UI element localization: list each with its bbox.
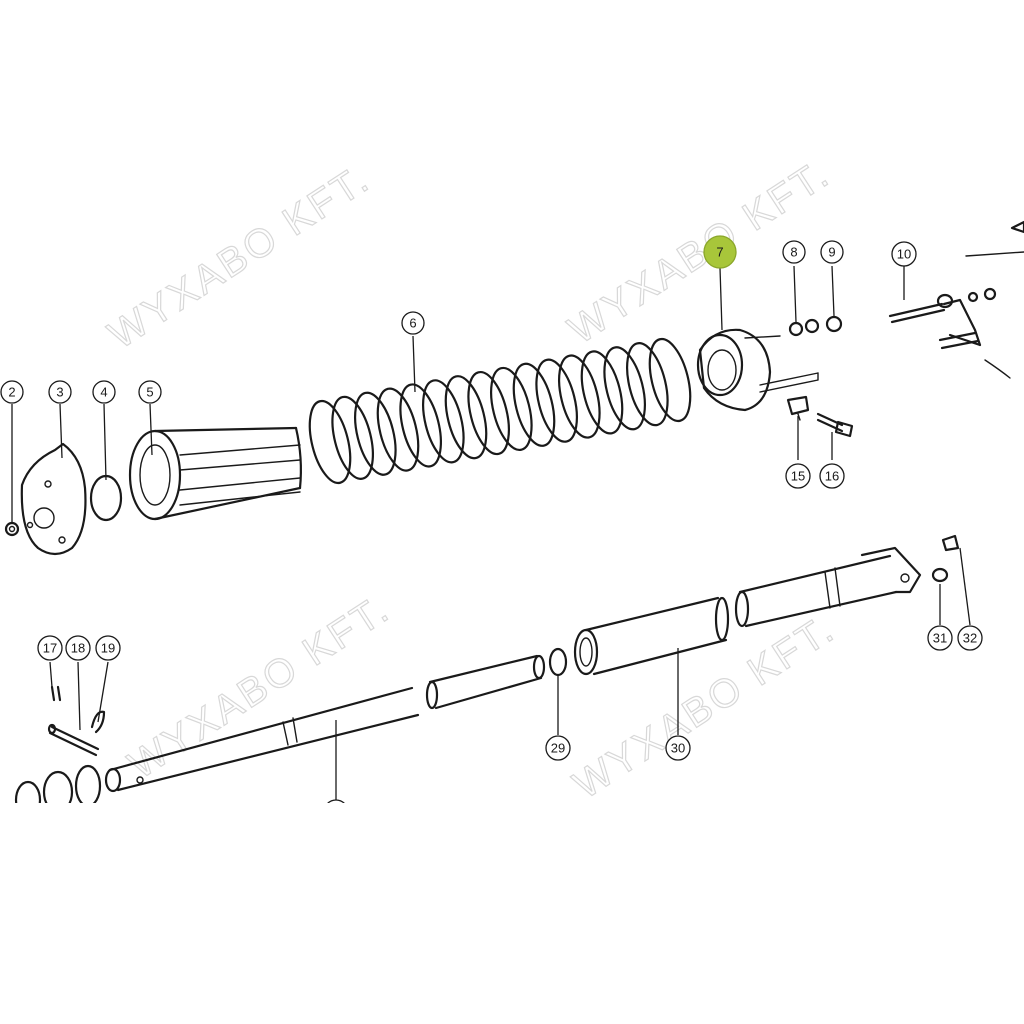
spring-coil xyxy=(626,342,669,427)
part-6-spring xyxy=(308,337,692,485)
svg-text:8: 8 xyxy=(790,245,797,260)
part-15-bolt xyxy=(786,395,810,421)
svg-text:10: 10 xyxy=(897,247,911,262)
spring-coil xyxy=(376,387,420,472)
part-8-washer xyxy=(788,318,820,337)
part-10-linkage xyxy=(888,287,1011,379)
callout-7-highlighted[interactable]: 7 xyxy=(703,235,737,269)
part-inner-tube xyxy=(425,654,546,710)
part-30-tube xyxy=(573,596,730,676)
spring-coil xyxy=(580,350,624,435)
svg-text:2: 2 xyxy=(8,385,15,400)
callout-2: 2 xyxy=(0,380,24,404)
spring-coil xyxy=(535,358,578,443)
part-18-pin xyxy=(47,723,100,757)
watermark-3: WYXABO KFT. xyxy=(121,586,398,787)
part-31-bushing xyxy=(931,567,949,583)
partial-line xyxy=(965,251,1024,257)
svg-text:9: 9 xyxy=(828,245,835,260)
part-16-bolt xyxy=(816,412,854,438)
svg-text:19: 19 xyxy=(101,641,115,656)
callout-group: 2 3 4 5 6 7 8 9 10 15 16 17 18 19 29 30 … xyxy=(0,235,983,825)
callout-3: 3 xyxy=(48,380,72,404)
spring-coil xyxy=(331,395,374,480)
svg-text:18: 18 xyxy=(71,641,85,656)
callout-5: 5 xyxy=(138,380,162,404)
svg-text:7: 7 xyxy=(716,245,723,260)
callout-18: 18 xyxy=(65,635,91,661)
part-9-nut xyxy=(825,315,843,333)
callout-10: 10 xyxy=(891,241,917,267)
svg-text:5: 5 xyxy=(146,385,153,400)
partial-mark xyxy=(1010,220,1024,234)
watermark-1: WYXABO KFT. xyxy=(101,156,378,357)
part-5-sleeve xyxy=(128,426,302,521)
part-32-fitting xyxy=(941,534,960,552)
svg-text:3: 3 xyxy=(56,385,63,400)
callout-8: 8 xyxy=(782,240,806,264)
callout-30: 30 xyxy=(665,735,691,761)
blank-lower-area xyxy=(0,803,1024,1024)
callout-29: 29 xyxy=(545,735,571,761)
spring-coil xyxy=(558,354,601,439)
spring-coil xyxy=(422,379,465,464)
part-29-ring xyxy=(548,647,568,677)
spring-coil xyxy=(512,362,556,447)
spring-coil xyxy=(399,383,442,468)
callout-4: 4 xyxy=(92,380,116,404)
part-main-shaft xyxy=(104,686,420,793)
spring-coil xyxy=(444,375,488,460)
spring-coil xyxy=(467,370,510,456)
svg-text:15: 15 xyxy=(791,469,805,484)
svg-text:30: 30 xyxy=(671,741,685,756)
spring-coil xyxy=(308,399,352,485)
callout-16: 16 xyxy=(819,463,845,489)
callout-32: 32 xyxy=(957,625,983,651)
callout-6: 6 xyxy=(401,311,425,335)
callout-31: 31 xyxy=(927,625,953,651)
part-outer-tube xyxy=(734,546,922,628)
callout-9: 9 xyxy=(820,240,844,264)
callout-17: 17 xyxy=(37,635,63,661)
svg-text:4: 4 xyxy=(100,385,107,400)
svg-text:6: 6 xyxy=(409,316,416,331)
spring-coil xyxy=(648,337,692,423)
svg-text:31: 31 xyxy=(933,631,947,646)
part-17-pin xyxy=(50,685,62,702)
spring-coil xyxy=(603,346,646,431)
svg-text:32: 32 xyxy=(963,631,977,646)
part-4-ring xyxy=(89,474,123,522)
part-2-nut xyxy=(4,521,20,537)
spring-coil xyxy=(490,366,533,452)
leader-lines xyxy=(11,265,971,800)
callout-15: 15 xyxy=(785,463,811,489)
part-19-split-pin xyxy=(90,710,106,734)
svg-text:17: 17 xyxy=(43,641,57,656)
part-7-clamp-collar xyxy=(696,328,819,412)
callout-19: 19 xyxy=(95,635,121,661)
svg-text:29: 29 xyxy=(551,741,565,756)
part-3-flange xyxy=(20,442,87,556)
watermark-4: WYXABO KFT. xyxy=(566,606,843,807)
spring-coil xyxy=(354,391,397,476)
svg-text:16: 16 xyxy=(825,469,839,484)
